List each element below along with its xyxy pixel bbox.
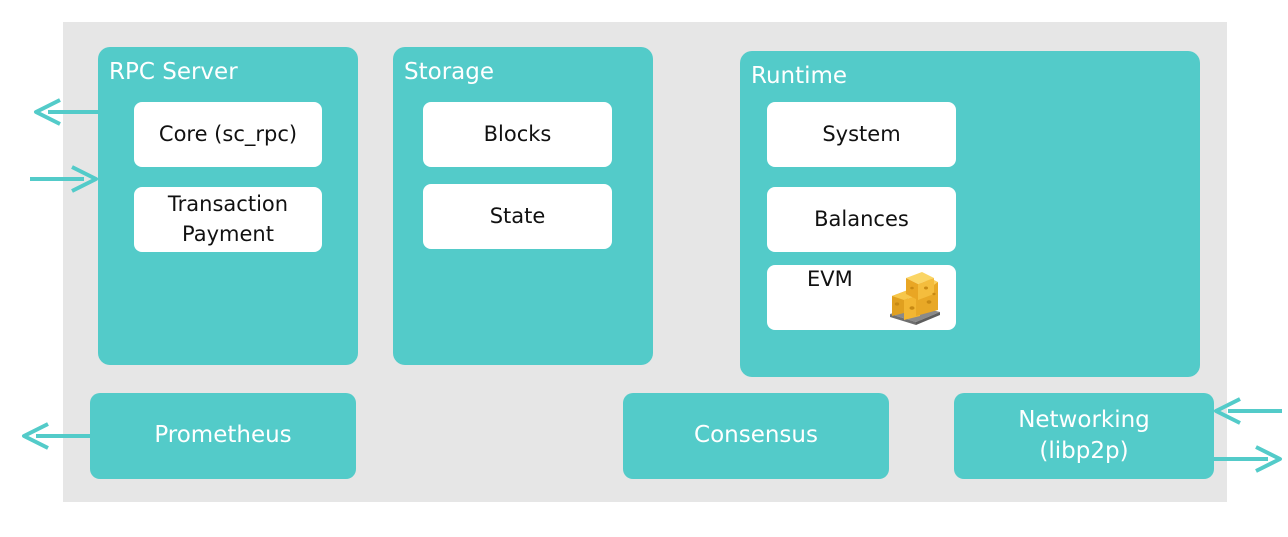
state-box: State bbox=[423, 184, 612, 249]
evm-label: EVM bbox=[807, 267, 853, 291]
system-box: System bbox=[767, 102, 956, 167]
cheese-pallet-icon bbox=[890, 272, 940, 325]
blocks-box: Blocks bbox=[423, 102, 612, 167]
networking-sublabel: (libp2p) bbox=[1039, 438, 1129, 464]
rpc-server-panel: RPC Server Core (sc_rpc) Transaction Pay… bbox=[98, 47, 358, 365]
evm-box: EVM bbox=[767, 265, 956, 330]
networking-label: Networking bbox=[1018, 406, 1150, 433]
storage-title: Storage bbox=[404, 59, 494, 85]
prometheus-label: Prometheus bbox=[154, 422, 292, 449]
runtime-title: Runtime bbox=[751, 63, 848, 89]
system-label: System bbox=[822, 121, 901, 146]
transaction-payment-label: Transaction Payment bbox=[167, 192, 289, 246]
consensus-label: Consensus bbox=[694, 422, 818, 449]
transaction-payment-box: Transaction Payment bbox=[134, 187, 322, 252]
state-label: State bbox=[489, 203, 546, 228]
storage-panel: Storage Blocks State bbox=[393, 47, 653, 365]
balances-box: Balances bbox=[767, 187, 956, 252]
consensus-box: Consensus bbox=[623, 393, 889, 479]
rpc-server-title: RPC Server bbox=[109, 59, 238, 85]
core-sc-rpc-label: Core (sc_rpc) bbox=[158, 121, 298, 146]
runtime-panel: Runtime System Balances EVM bbox=[740, 51, 1200, 377]
prometheus-box: Prometheus bbox=[90, 393, 356, 479]
blocks-label: Blocks bbox=[483, 121, 552, 146]
balances-label: Balances bbox=[814, 206, 909, 231]
core-sc-rpc-box: Core (sc_rpc) bbox=[134, 102, 322, 167]
networking-box: Networking (libp2p) bbox=[954, 393, 1214, 479]
